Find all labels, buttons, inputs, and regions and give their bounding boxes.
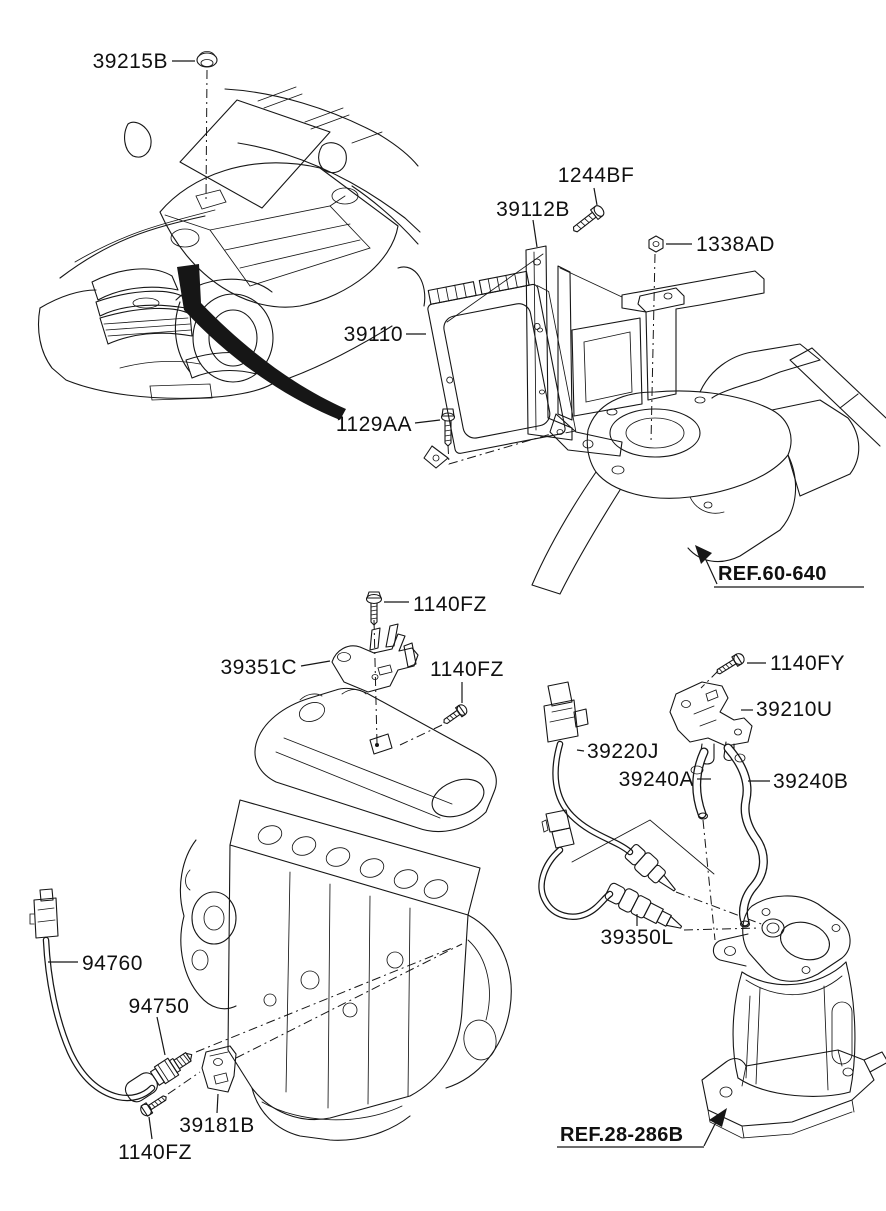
part-39215B-grommet: [196, 51, 218, 68]
assembly-axis-lines: [167, 69, 765, 1095]
part-39240A-tube: [690, 747, 709, 820]
leader-line: [576, 749, 585, 752]
callout-39351C: 39351C: [220, 656, 331, 679]
leader-line: [414, 419, 441, 424]
part-label-1140FZ-bottom[interactable]: 1140FZ: [118, 1141, 192, 1164]
part-1244BF-screw: [572, 205, 605, 233]
part-94760-cable: [29, 888, 156, 1102]
part-39181B-bracket: [201, 1045, 237, 1093]
ref-arrow-line: [705, 559, 718, 585]
callout-39220J: 39220J: [576, 740, 659, 763]
part-label-94750[interactable]: 94750: [129, 995, 190, 1018]
callout-1140FZ-bottom: 1140FZ: [118, 1116, 192, 1164]
callout-1140FZ-top: 1140FZ: [384, 593, 487, 616]
callout-39215B: 39215B: [93, 50, 195, 73]
part-94750-sensor: [124, 1052, 193, 1103]
part-label-1140FZ-top[interactable]: 1140FZ: [413, 593, 487, 616]
part-label-1244BF[interactable]: 1244BF: [558, 164, 635, 187]
ecm-connectors: [427, 270, 530, 305]
roof-rail-hatch: [257, 86, 383, 144]
brand-badge: [132, 297, 160, 309]
part-label-1129AA[interactable]: 1129AA: [336, 413, 412, 436]
leader-line: [532, 219, 538, 248]
part-label-39350L[interactable]: 39350L: [600, 926, 673, 949]
front-fascia: [37, 268, 273, 401]
part-39350L-oxygen-sensor: [538, 809, 683, 929]
engine-drawing: [179, 687, 512, 1141]
right-mirror: [318, 142, 347, 174]
callout-1140FZ-mid: 1140FZ: [430, 658, 504, 703]
catalytic-converter-drawing: [701, 895, 886, 1139]
callout-ref-60-640: REF.60-640: [695, 545, 864, 588]
part-label-94760[interactable]: 94760: [82, 952, 143, 975]
part-39110-ecm: [423, 270, 577, 469]
windshield: [179, 99, 331, 209]
part-label-39240B[interactable]: 39240B: [773, 770, 848, 793]
leader-line: [148, 1116, 153, 1140]
callout-94760: 94760: [48, 952, 143, 975]
part-1140FY-bolt: [716, 653, 745, 675]
part-39220J-sensor: [543, 681, 715, 892]
part-39351C-bracket: [331, 623, 419, 693]
left-mirror: [124, 121, 152, 158]
part-label-39112B[interactable]: 39112B: [496, 198, 570, 221]
leader-line: [216, 1093, 219, 1114]
engine-bay: [159, 162, 399, 308]
callout-39110: 39110: [344, 323, 426, 346]
part-label-39210U[interactable]: 39210U: [756, 698, 833, 721]
part-1140FZ-bolt-top: [365, 591, 383, 626]
callout-1140FY: 1140FY: [747, 652, 845, 675]
ref-arrowhead: [709, 1108, 727, 1127]
part-1140FZ-bolt-bottom: [140, 1095, 167, 1117]
part-1140FZ-bolt-mid: [443, 704, 468, 725]
leader-line: [156, 1016, 166, 1056]
callout-39210U: 39210U: [741, 698, 833, 721]
callout-94750: 94750: [129, 995, 190, 1056]
part-39240B-tube: [723, 743, 768, 928]
callout-39240B: 39240B: [748, 770, 848, 793]
ref-label-60-640[interactable]: REF.60-640: [718, 563, 827, 585]
part-label-1140FY[interactable]: 1140FY: [770, 652, 845, 675]
callout-39240A: 39240A: [619, 768, 711, 791]
callout-39350L: 39350L: [600, 914, 673, 949]
part-label-1140FZ-mid[interactable]: 1140FZ: [430, 658, 504, 681]
callout-ref-28-286B: REF.28-286B: [557, 1108, 727, 1148]
part-39210U-sensor: [669, 681, 753, 765]
part-label-39181B[interactable]: 39181B: [179, 1114, 254, 1137]
location-arrow: [177, 264, 346, 420]
callout-39112B: 39112B: [496, 198, 570, 248]
part-label-39351C[interactable]: 39351C: [220, 656, 297, 679]
part-label-39220J[interactable]: 39220J: [587, 740, 659, 763]
ref-arrow-line: [703, 1121, 717, 1147]
rear-wheel-arch: [397, 266, 426, 307]
part-1338AD-nut: [648, 235, 664, 253]
callout-39181B: 39181B: [179, 1093, 254, 1137]
ref-arrowhead: [695, 545, 712, 564]
part-1129AA-bolt: [440, 408, 456, 447]
ecm-body-mount-bracket: [549, 265, 765, 457]
part-label-39110[interactable]: 39110: [344, 323, 403, 346]
callout-1338AD: 1338AD: [666, 233, 775, 256]
ref-label-28-286B[interactable]: REF.28-286B: [560, 1124, 683, 1146]
leader-line: [593, 187, 598, 206]
part-label-39240A[interactable]: 39240A: [619, 768, 694, 791]
callout-1129AA: 1129AA: [336, 413, 441, 436]
part-label-1338AD[interactable]: 1338AD: [696, 233, 775, 256]
callout-1244BF: 1244BF: [558, 164, 635, 206]
part-label-39215B[interactable]: 39215B: [93, 50, 168, 73]
leader-line: [300, 660, 331, 667]
vehicle-overview-drawing: [37, 86, 426, 420]
